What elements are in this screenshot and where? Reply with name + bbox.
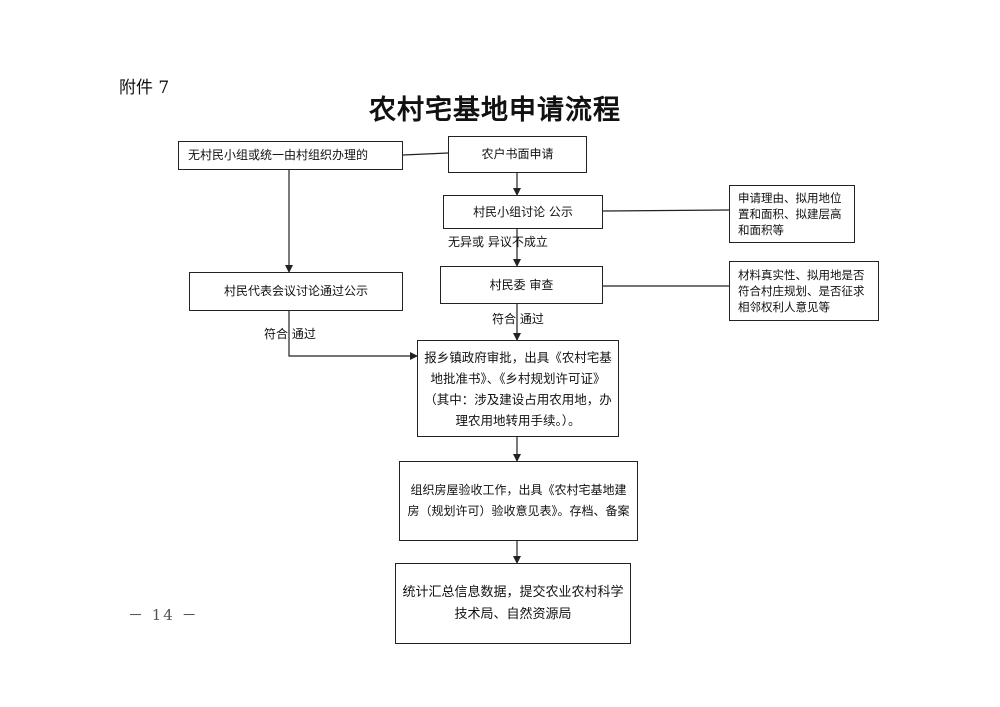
- connector-group-to-note: [602, 209, 730, 212]
- stats-box: 统计汇总信息数据，提交农业农村科学技术局、自然资源局: [395, 563, 631, 644]
- page-number: － 14 －: [128, 606, 199, 624]
- connector-apply-to-no-group: [402, 152, 449, 156]
- group-note-box: 申请理由、拟用地位置和面积、拟建层高和面积等: [729, 185, 855, 243]
- township-box: 报乡镇政府审批，出具《农村宅基地批准书》、《乡村规划许可证》（其中：涉及建设占用…: [417, 340, 619, 437]
- committee-box: 村民委 审查: [440, 266, 603, 304]
- no-group-box: 无村民小组或统一由村组织办理的: [178, 141, 403, 170]
- acceptance-box: 组织房屋验收工作，出具《农村宅基地建房（规划许可）验收意见表》。存档、备案: [399, 461, 638, 541]
- connector-rep-to-township: [288, 311, 418, 360]
- apply-box: 农户书面申请: [448, 136, 587, 173]
- pass-right-label: 符合 通过: [492, 312, 544, 326]
- rep-meeting-box: 村民代表会议讨论通过公示: [189, 272, 403, 311]
- pass-left-label: 符合 通过: [264, 327, 316, 341]
- committee-note-box: 材料真实性、拟用地是否符合村庄规划、是否征求相邻权利人意见等: [729, 261, 879, 321]
- page-title: 农村宅基地申请流程: [369, 95, 621, 126]
- no-objection-label: 无异或 异议不成立: [448, 235, 548, 249]
- group-discuss-box: 村民小组讨论 公示: [443, 195, 603, 229]
- annex-label: 附件 7: [119, 78, 170, 98]
